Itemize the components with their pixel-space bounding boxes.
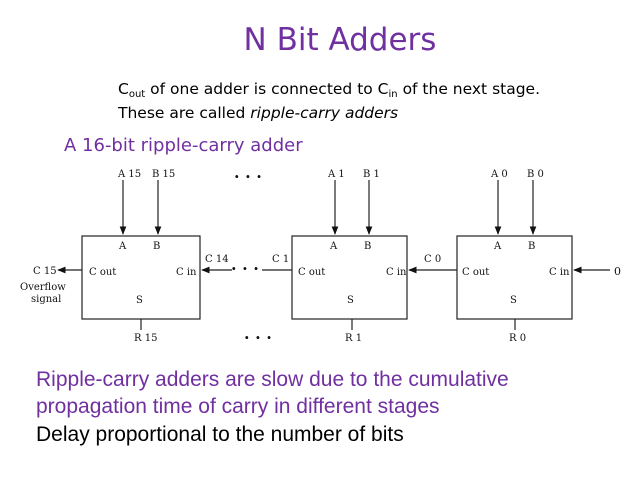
- r15-label: R 15: [134, 333, 157, 344]
- adder-0-a-port: A: [493, 241, 502, 252]
- a1-label: A 1: [327, 169, 345, 180]
- adder-15-cin: C in: [176, 267, 197, 278]
- slide-title: N Bit Adders: [243, 22, 437, 58]
- r0-label: R 0: [509, 333, 526, 344]
- carry-14-label: C 14: [205, 254, 229, 265]
- adder-15-b-port: B: [153, 241, 160, 252]
- description-line-2: These are called ripple-carry adders: [118, 104, 398, 122]
- adder-0-cin: C in: [549, 267, 570, 278]
- bottom-text-3: Delay proportional to the number of bits: [36, 423, 404, 446]
- bottom-text-1: Ripple-carry adders are slow due to the …: [36, 368, 509, 391]
- description-line-1: Cout of one adder is connected to Cin of…: [118, 80, 540, 100]
- adder-15-cout: C out: [89, 267, 116, 278]
- carry-15-label: C 15: [33, 266, 57, 277]
- cout-c: C: [118, 80, 129, 98]
- bottom-dots: · · ·: [244, 328, 272, 347]
- b0-label: B 0: [527, 169, 544, 180]
- cin-sub: in: [388, 89, 398, 100]
- line1-mid: of one adder is connected to C: [145, 80, 389, 98]
- adder-1-s: S: [347, 295, 354, 306]
- adder-1-a-port: A: [329, 241, 338, 252]
- middle-dots: · · ·: [231, 259, 259, 278]
- carry-1-label: C 1: [272, 254, 289, 265]
- carry-in-zero: 0: [614, 265, 621, 278]
- top-dots: · · ·: [234, 167, 262, 186]
- b15-label: B 15: [152, 169, 175, 180]
- adder-15-a-port: A: [118, 241, 127, 252]
- overflow-label: Overflow: [20, 282, 66, 293]
- bottom-text-2: propagation time of carry in different s…: [36, 395, 440, 418]
- adder-0-b-port: B: [528, 241, 535, 252]
- adder-1-b-port: B: [364, 241, 371, 252]
- adder-1-cin: C in: [386, 267, 407, 278]
- line1-end: of the next stage.: [397, 80, 541, 98]
- adder-0-s: S: [510, 295, 517, 306]
- r1-label: R 1: [345, 333, 362, 344]
- signal-label: signal: [31, 294, 61, 305]
- adder-1: A 1 B 1 A B C out C in S R 1: [291, 169, 408, 344]
- adder-0: A 0 B 0 A B C out C in S R 0: [456, 169, 573, 344]
- cout-sub: out: [128, 89, 146, 100]
- adder-15: A 15 B 15 A B C out C in S R 15: [81, 169, 201, 344]
- adder-1-box: [291, 235, 408, 320]
- line2-pre: These are called: [118, 104, 251, 122]
- a15-label: A 15: [117, 169, 141, 180]
- adder-15-s: S: [136, 295, 143, 306]
- a0-label: A 0: [490, 169, 508, 180]
- adder-0-cout: C out: [462, 267, 489, 278]
- adder-1-cout: C out: [298, 267, 325, 278]
- ripple-carry-diagram: A 15 B 15 A B C out C in S R 15 A 1 B 1 …: [20, 167, 621, 347]
- b1-label: B 1: [363, 169, 380, 180]
- diagram-subheading: A 16-bit ripple-carry adder: [64, 135, 303, 156]
- carry-0-label: C 0: [424, 254, 441, 265]
- line2-italic: ripple-carry adders: [250, 104, 399, 122]
